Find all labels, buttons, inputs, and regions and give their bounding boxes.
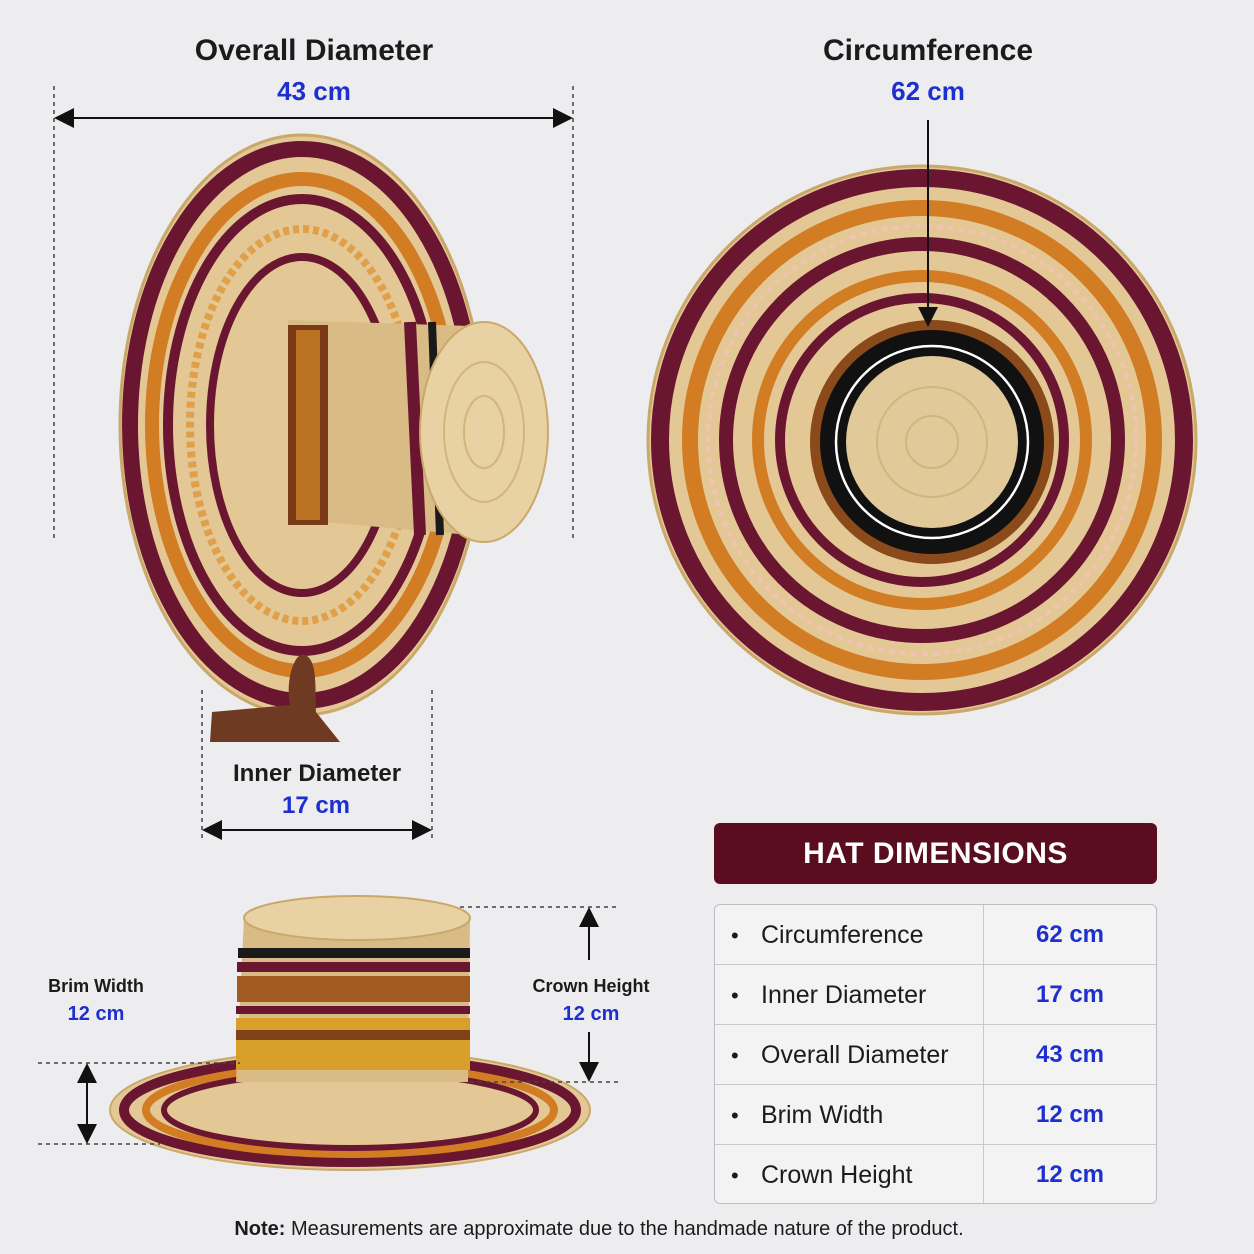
top-view-hat-image [646, 164, 1198, 716]
overall-diameter-title: Overall Diameter [194, 34, 434, 67]
table-row: • Brim Width 12 cm [715, 1085, 1156, 1145]
column-divider [983, 965, 984, 1025]
column-divider [983, 905, 984, 965]
row-value: 43 cm [1035, 1041, 1105, 1068]
row-label: Circumference [761, 921, 924, 949]
column-divider [983, 1145, 984, 1203]
row-label: Crown Height [761, 1161, 913, 1189]
bullet-icon: • [731, 1103, 739, 1128]
circumference-indicator [834, 344, 1030, 540]
row-label: Overall Diameter [761, 1041, 949, 1069]
row-label: Brim Width [761, 1101, 884, 1129]
bullet-icon: • [731, 923, 739, 948]
table-row: • Overall Diameter 43 cm [715, 1025, 1156, 1085]
row-value: 17 cm [1035, 981, 1105, 1008]
column-divider [983, 1085, 984, 1145]
tilted-hat-image [118, 133, 549, 742]
bullet-icon: • [731, 983, 739, 1008]
crown-height-value: 12 cm [562, 1003, 620, 1025]
hat-dimensions-table: • Circumference 62 cm • Inner Diameter 17 … [714, 904, 1157, 1204]
brim-width-title: Brim Width [48, 976, 144, 996]
table-row: • Crown Height 12 cm [715, 1145, 1156, 1203]
side-view-hat-image [109, 895, 591, 1171]
row-value: 12 cm [1035, 1161, 1105, 1188]
row-label: Inner Diameter [761, 981, 927, 1009]
inner-diameter-value: 17 cm [281, 792, 351, 819]
hat-dimensions-heading: HAT DIMENSIONS [714, 823, 1157, 884]
note-label: Note: [234, 1218, 286, 1240]
table-row: • Inner Diameter 17 cm [715, 965, 1156, 1025]
table-row: • Circumference 62 cm [715, 905, 1156, 965]
measurement-note: Note: Measurements are approximate due t… [0, 1218, 1198, 1241]
crown-height-title: Crown Height [532, 976, 650, 996]
column-divider [983, 1025, 984, 1085]
brim-width-value: 12 cm [67, 1003, 125, 1025]
overall-diameter-value: 43 cm [277, 76, 351, 106]
inner-diameter-title: Inner Diameter [232, 760, 402, 787]
bullet-icon: • [731, 1163, 739, 1188]
row-value: 62 cm [1035, 921, 1105, 948]
note-text: Measurements are approximate due to the … [285, 1218, 964, 1240]
bullet-icon: • [731, 1043, 739, 1068]
circumference-value: 62 cm [891, 76, 965, 106]
circumference-title: Circumference [822, 34, 1034, 67]
row-value: 12 cm [1035, 1101, 1105, 1128]
